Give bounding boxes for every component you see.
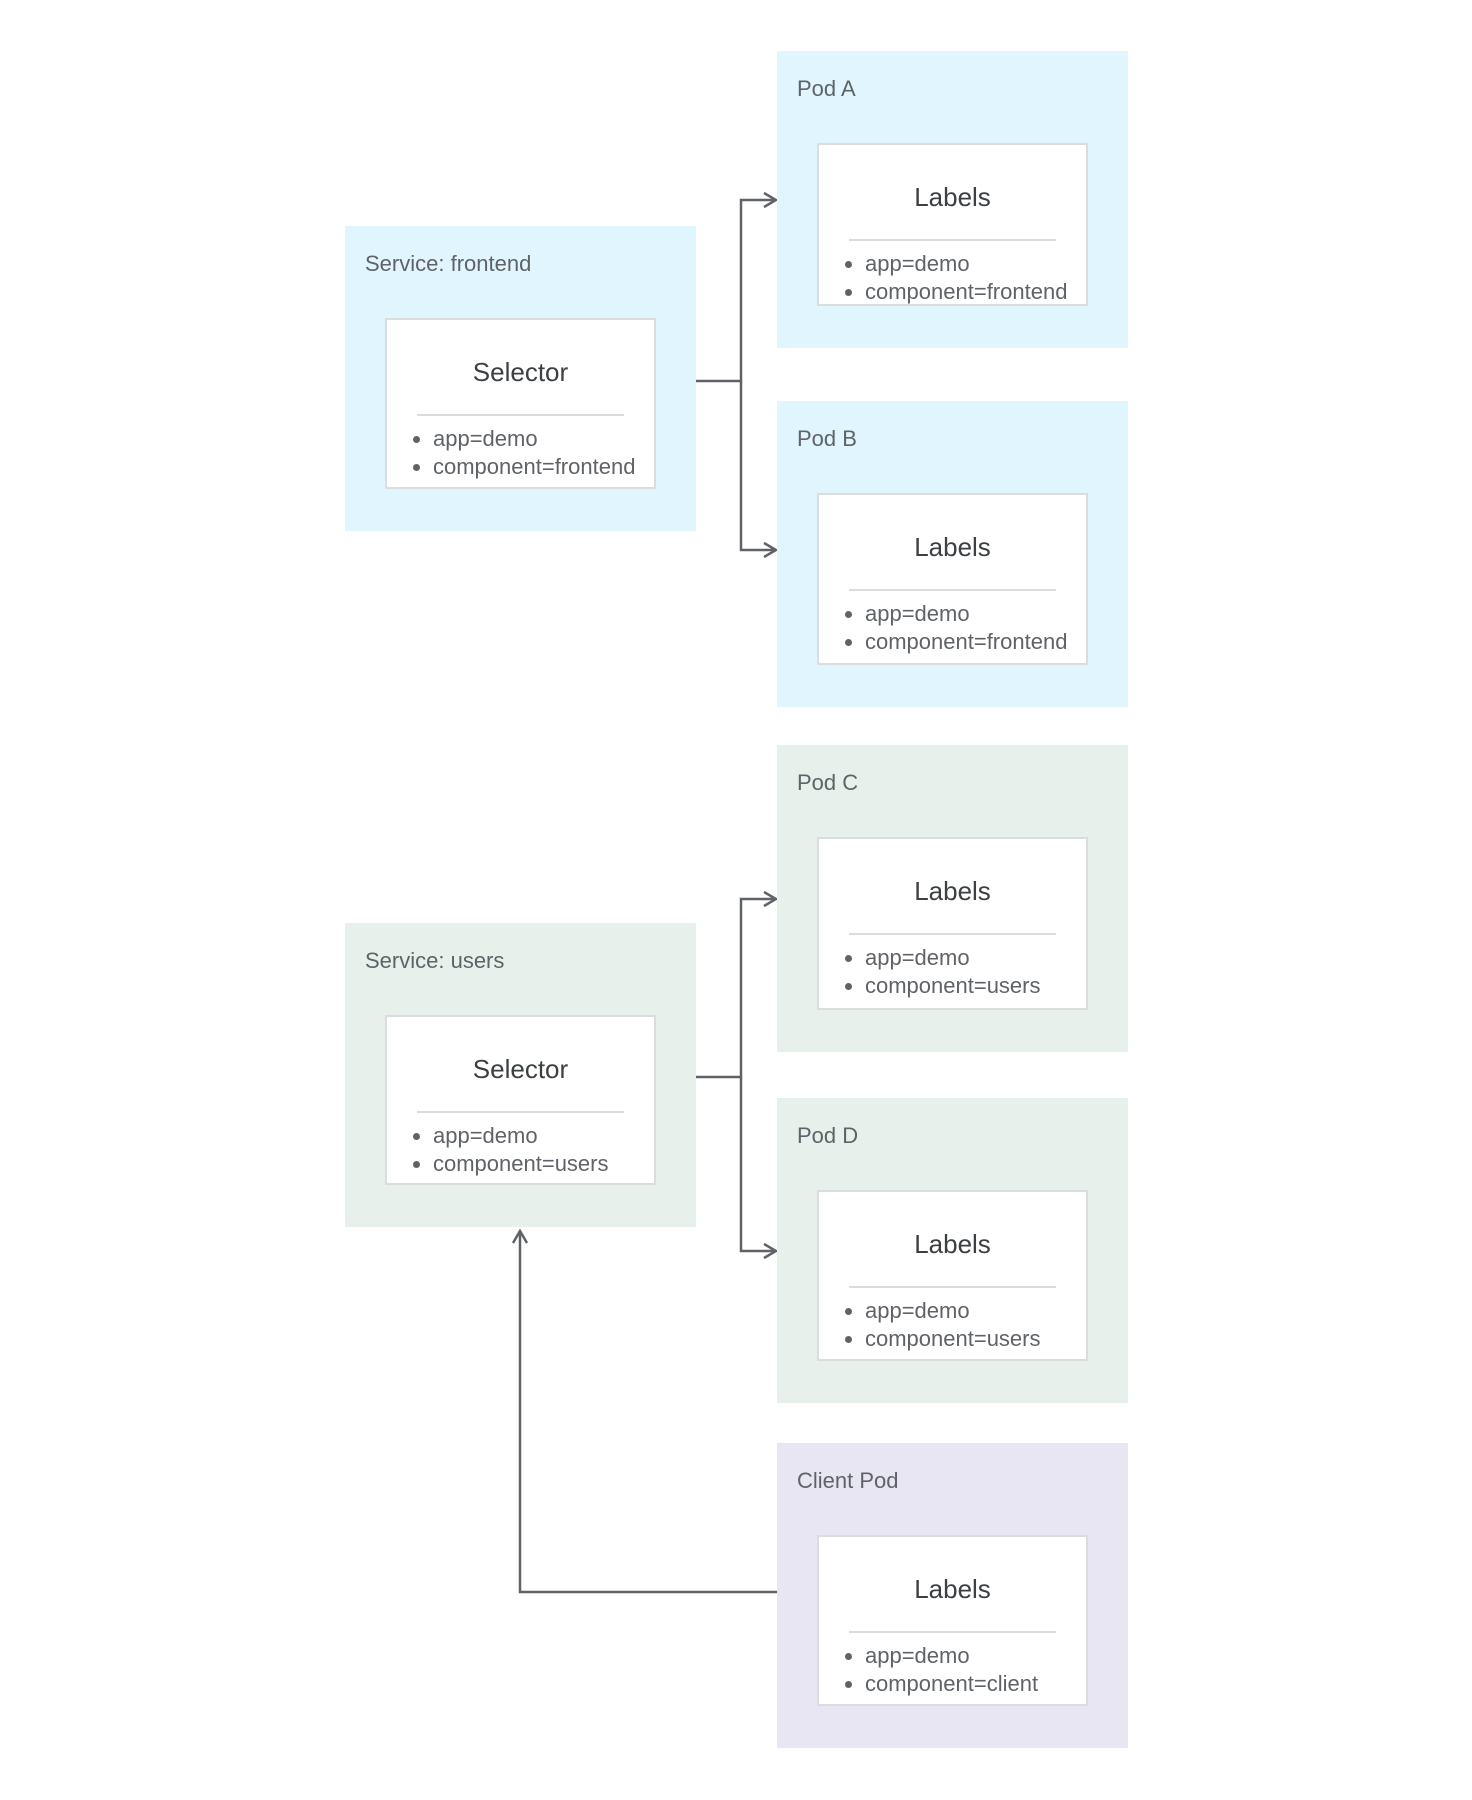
card-divider xyxy=(849,933,1056,935)
card-divider xyxy=(417,414,624,416)
labels-card: Labels app=demo component=frontend xyxy=(817,493,1088,665)
arrow-users-to-pod-c xyxy=(739,899,776,1077)
pod-c-label: Pod C xyxy=(797,770,859,795)
card-divider xyxy=(849,1631,1056,1633)
client-pod-box: Client Pod Labels app=demo component=cli… xyxy=(777,1443,1128,1748)
labels-card: Labels app=demo component=frontend xyxy=(817,143,1088,306)
arrow-users-to-pod-d xyxy=(739,1077,776,1251)
card-items: app=demo component=client xyxy=(819,1642,1086,1698)
card-title: Labels xyxy=(914,1229,991,1259)
pod-b-label: Pod B xyxy=(797,426,857,451)
pod-a-box: Pod A Labels app=demo component=frontend xyxy=(777,51,1128,348)
card-divider xyxy=(849,589,1056,591)
labels-card: Labels app=demo component=client xyxy=(817,1535,1088,1706)
label-item: component=frontend xyxy=(865,628,1076,656)
labels-card: Labels app=demo component=users xyxy=(817,1190,1088,1361)
arrow-frontend-to-pod-a xyxy=(739,200,776,381)
label-item: component=users xyxy=(433,1150,644,1178)
label-item: app=demo xyxy=(865,600,1076,628)
arrow-client-to-users xyxy=(520,1231,777,1594)
card-items: app=demo component=users xyxy=(819,1297,1086,1353)
card-items: app=demo component=frontend xyxy=(387,425,654,481)
card-items: app=demo component=frontend xyxy=(819,250,1086,306)
label-item: component=frontend xyxy=(433,453,644,481)
card-items: app=demo component=users xyxy=(819,944,1086,1000)
pod-a-label: Pod A xyxy=(797,76,856,101)
card-divider xyxy=(849,1286,1056,1288)
pod-d-label: Pod D xyxy=(797,1123,859,1148)
label-item: app=demo xyxy=(433,1122,644,1150)
labels-card: Labels app=demo component=users xyxy=(817,837,1088,1010)
card-divider xyxy=(849,239,1056,241)
selector-card: Selector app=demo component=users xyxy=(385,1015,656,1185)
card-title: Labels xyxy=(914,532,991,562)
label-item: component=users xyxy=(865,1325,1076,1353)
label-item: app=demo xyxy=(865,1642,1076,1670)
service-users-box: Service: users Selector app=demo compone… xyxy=(345,923,696,1227)
card-divider xyxy=(417,1111,624,1113)
label-item: app=demo xyxy=(865,1297,1076,1325)
service-users-label: Service: users xyxy=(365,948,505,973)
label-item: component=users xyxy=(865,972,1076,1000)
selector-card: Selector app=demo component=frontend xyxy=(385,318,656,489)
pod-d-box: Pod D Labels app=demo component=users xyxy=(777,1098,1128,1403)
label-item: app=demo xyxy=(433,425,644,453)
label-item: component=client xyxy=(865,1670,1076,1698)
service-frontend-box: Service: frontend Selector app=demo comp… xyxy=(345,226,696,531)
card-items: app=demo component=users xyxy=(387,1122,654,1178)
arrow-frontend-to-pod-b xyxy=(739,381,776,550)
card-title: Selector xyxy=(472,357,569,387)
card-title: Selector xyxy=(472,1054,569,1084)
card-title: Labels xyxy=(914,876,991,906)
label-item: component=frontend xyxy=(865,278,1076,306)
client-pod-label: Client Pod xyxy=(797,1468,899,1493)
card-items: app=demo component=frontend xyxy=(819,600,1086,656)
service-frontend-label: Service: frontend xyxy=(365,251,532,276)
card-title: Labels xyxy=(914,1574,991,1604)
card-title: Labels xyxy=(914,182,991,212)
pod-b-box: Pod B Labels app=demo component=frontend xyxy=(777,401,1128,707)
pod-c-box: Pod C Labels app=demo component=users xyxy=(777,745,1128,1052)
label-item: app=demo xyxy=(865,250,1076,278)
label-item: app=demo xyxy=(865,944,1076,972)
